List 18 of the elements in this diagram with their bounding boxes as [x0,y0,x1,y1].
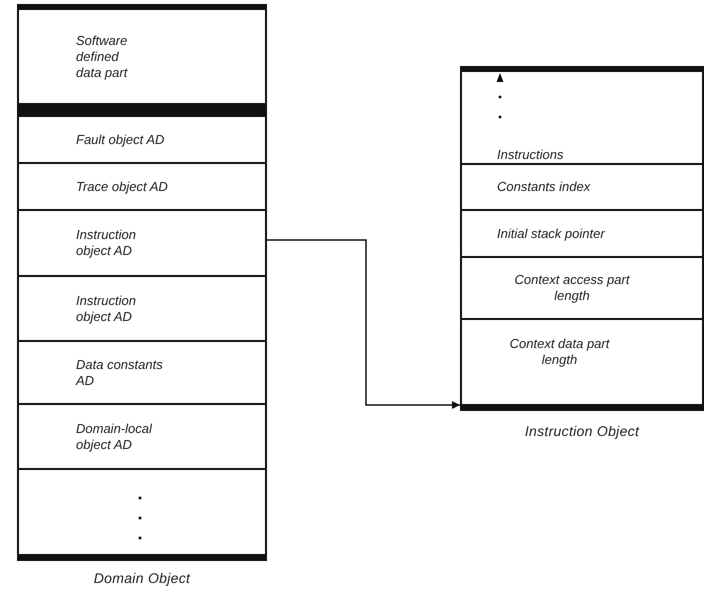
field-label: Context data part length [508,336,611,368]
field-label: Domain-local object AD [76,420,154,452]
field-label: Initial stack pointer [497,226,605,242]
memory-field [462,72,702,165]
field-label: Trace object AD [76,178,168,194]
field-label: Software defined data part [76,32,129,80]
field-label: Context access part length [514,272,631,304]
object-frame [17,4,267,561]
object-frame [460,66,704,411]
object-caption: Domain Object [92,570,192,586]
field-label: Instructions [497,147,564,163]
field-label: Instruction object AD [76,292,137,324]
field-label: Instruction object AD [76,227,137,259]
field-label: Constants index [497,179,590,195]
connector-arrow [267,239,460,409]
field-label: Data constants AD [76,356,164,388]
object-caption: Instruction Object [524,423,640,439]
field-label: Fault object AD [76,132,164,148]
